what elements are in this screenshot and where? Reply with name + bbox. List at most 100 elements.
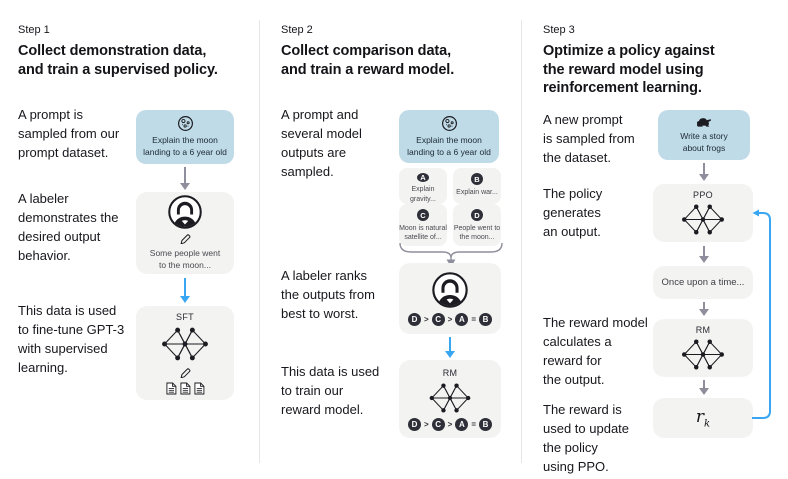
demonstration-text: Some people went to the moon... bbox=[150, 247, 220, 272]
reward-symbol: rk bbox=[696, 407, 710, 429]
labeler-avatar-icon bbox=[168, 195, 202, 229]
step-3-prompt-box: Write a story about frogs bbox=[658, 110, 750, 160]
caption-line: This data is used bbox=[281, 364, 380, 379]
neural-network-icon bbox=[161, 326, 209, 361]
labeler-avatar-icon bbox=[432, 272, 468, 308]
caption-line: is sampled from bbox=[543, 130, 635, 146]
caption-line: prompt dataset. bbox=[18, 144, 109, 160]
model-label: RM bbox=[442, 367, 458, 378]
rank-badge: B bbox=[479, 417, 492, 431]
ranking-row: D > C > A = B bbox=[407, 417, 492, 431]
step-2-caption-ranking: A labeler ranks the outputs from best to… bbox=[281, 267, 375, 324]
step-2-label: Step 2 bbox=[281, 24, 313, 36]
output-card-line: People went to bbox=[453, 225, 501, 232]
arrow-down-icon bbox=[179, 278, 191, 303]
pencil-icon bbox=[180, 367, 191, 378]
step-3-caption-policy: The policy generates an output. bbox=[543, 185, 602, 242]
step-3-heading: Optimize a policy against the reward mod… bbox=[543, 42, 715, 98]
step-2-rm-box: RM D > C > A = B bbox=[399, 360, 501, 438]
ranking-row: D > C > A = B bbox=[407, 312, 492, 326]
demonstration-text-line: to the moon... bbox=[159, 260, 211, 270]
rank-badge: B bbox=[479, 312, 492, 326]
caption-line: sampled from our bbox=[18, 125, 120, 141]
step-3-caption-prompt: A new prompt is sampled from the dataset… bbox=[543, 111, 635, 168]
prompt-text-line: Write a story bbox=[680, 130, 728, 141]
moon-icon bbox=[441, 115, 457, 131]
caption-line: reward model. bbox=[281, 401, 364, 417]
step-2-heading: Collect comparison data, and train a rew… bbox=[281, 42, 454, 79]
rank-separator: > bbox=[447, 314, 453, 324]
caption-line: behavior. bbox=[18, 247, 71, 263]
caption-line: This data is used bbox=[18, 303, 117, 318]
arrow-down-icon bbox=[179, 167, 191, 190]
caption-line: to fine-tune GPT-3 bbox=[18, 321, 125, 337]
arrow-down-icon bbox=[698, 380, 710, 395]
column-divider bbox=[259, 20, 260, 463]
neural-network-icon bbox=[681, 339, 725, 370]
heading-line: Collect comparison data, bbox=[281, 43, 452, 59]
step-2-caption-train: This data is used to train our reward mo… bbox=[281, 363, 379, 420]
rank-badge: C bbox=[431, 417, 445, 431]
rank-separator: > bbox=[423, 314, 429, 324]
step-1-caption-finetune: This data is used to fine-tune GPT-3 wit… bbox=[18, 302, 124, 378]
step-2-prompt-box: Explain the moon landing to a 6 year old bbox=[399, 110, 499, 163]
column-divider bbox=[521, 20, 522, 463]
output-card-text: Explain war... bbox=[456, 188, 498, 197]
moon-icon bbox=[177, 116, 193, 132]
caption-line: A prompt and bbox=[281, 107, 359, 122]
heading-line: the reward model using bbox=[543, 61, 704, 78]
rank-badge: C bbox=[431, 312, 445, 326]
rank-separator: > bbox=[447, 419, 453, 429]
heading-line: Collect demonstration data, bbox=[18, 43, 207, 59]
documents-icon bbox=[165, 382, 205, 395]
output-card-b: B Explain war... bbox=[453, 168, 501, 204]
output-card-text: Explain gravity... bbox=[399, 185, 447, 204]
caption-line: A prompt is bbox=[18, 107, 84, 122]
caption-line: used to update bbox=[543, 420, 630, 436]
caption-line: A labeler bbox=[18, 191, 69, 206]
output-card-line: Explain gravity... bbox=[410, 186, 436, 203]
caption-line: reward for bbox=[543, 352, 602, 368]
caption-line: demonstrates the bbox=[18, 209, 119, 225]
prompt-text-line: about frogs bbox=[682, 142, 726, 153]
output-card-line: the moon... bbox=[459, 234, 495, 242]
heading-line: and train a reward model. bbox=[281, 61, 455, 78]
caption-line: learning. bbox=[18, 359, 68, 375]
caption-line: calculates a bbox=[543, 333, 612, 349]
heading-line: Optimize a policy against bbox=[543, 43, 715, 59]
rank-badge: A bbox=[455, 417, 469, 431]
prompt-text-line: landing to a 6 year old bbox=[407, 146, 491, 157]
arrow-down-icon bbox=[698, 163, 710, 181]
step-3-caption-reward-model: The reward model calculates a reward for… bbox=[543, 314, 648, 390]
output-card-text: Moon is natural satellite of... bbox=[399, 224, 447, 243]
arrow-down-icon bbox=[444, 337, 456, 358]
step-1-caption-prompt: A prompt is sampled from our prompt data… bbox=[18, 106, 119, 163]
step-1-heading: Collect demonstration data, and train a … bbox=[18, 42, 218, 79]
step-1-caption-labeler: A labeler demonstrates the desired outpu… bbox=[18, 190, 118, 266]
document-icon bbox=[165, 382, 176, 394]
feedback-loop-arrow bbox=[752, 209, 771, 419]
prompt-text-line: Explain the moon bbox=[416, 134, 482, 145]
step-3-label: Step 3 bbox=[543, 24, 575, 36]
rank-separator: > bbox=[423, 419, 429, 429]
step-3-rm-box: RM bbox=[653, 319, 753, 377]
caption-line: The policy bbox=[543, 186, 603, 201]
caption-line: several model bbox=[281, 125, 362, 141]
caption-line: outputs are bbox=[281, 144, 347, 160]
prompt-text: Write a story about frogs bbox=[680, 131, 728, 155]
output-badge: D bbox=[471, 209, 483, 221]
step-2-labeler-box: D > C > A = B bbox=[399, 263, 501, 334]
caption-line: best to worst. bbox=[281, 305, 359, 321]
output-badge: C bbox=[417, 209, 429, 221]
neural-network-icon bbox=[681, 204, 725, 235]
policy-output-text: Once upon a time... bbox=[661, 277, 745, 288]
output-card-d: D People went to the moon... bbox=[453, 204, 501, 246]
step-3-caption-update: The reward is used to update the policy … bbox=[543, 401, 629, 477]
caption-line: the outputs from bbox=[281, 286, 375, 302]
heading-line: reinforcement learning. bbox=[543, 80, 702, 97]
caption-line: with supervised bbox=[18, 340, 108, 356]
output-card-a: A Explain gravity... bbox=[399, 168, 447, 204]
caption-line: to train our bbox=[281, 382, 344, 398]
step-3-ppo-box: PPO bbox=[653, 184, 753, 242]
step-1-prompt-box: Explain the moon landing to a 6 year old bbox=[136, 110, 234, 164]
